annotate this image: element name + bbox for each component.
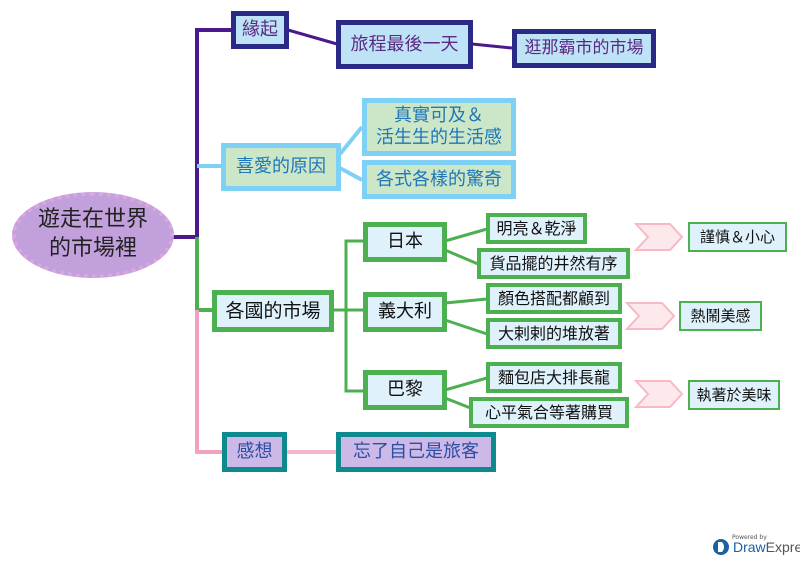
chevron-italy-icon bbox=[624, 302, 676, 330]
node-paris-item-1[interactable]: 麵包店大排長龍 bbox=[486, 362, 622, 393]
link-reasons-1 bbox=[338, 125, 364, 156]
node-italy-item-1[interactable]: 顏色搭配都顧到 bbox=[486, 283, 622, 314]
chevron-paris-icon bbox=[633, 380, 684, 408]
node-markets[interactable]: 各國的市場 bbox=[212, 290, 334, 332]
node-reason-1[interactable]: 真實可及＆ 活生生的生活感 bbox=[362, 98, 516, 156]
node-japan-item-1[interactable]: 明亮＆乾淨 bbox=[486, 213, 587, 244]
node-thoughts-child[interactable]: 忘了自己是旅客 bbox=[336, 432, 496, 472]
node-reason-2[interactable]: 各式各樣的驚奇 bbox=[362, 160, 516, 199]
link-child-grandchild bbox=[471, 42, 513, 50]
link-italy-2 bbox=[444, 318, 488, 336]
node-paris-item-2[interactable]: 心平氣合等著購買 bbox=[469, 397, 629, 428]
link-country-trunk bbox=[344, 239, 364, 393]
node-japan-item-2[interactable]: 貨品擺的井然有序 bbox=[477, 248, 630, 279]
root-topic[interactable]: 遊走在世界 的市場裡 bbox=[12, 192, 174, 278]
brand-name-b: Express bbox=[765, 539, 800, 555]
chevron-japan-icon bbox=[633, 223, 684, 251]
brand-name: DrawExpress bbox=[733, 539, 800, 555]
node-country-italy[interactable]: 義大利 bbox=[363, 292, 447, 332]
node-reasons[interactable]: 喜愛的原因 bbox=[221, 143, 341, 191]
link-reasons-2 bbox=[339, 166, 363, 182]
node-italy-item-2[interactable]: 大剌剌的堆放著 bbox=[486, 318, 622, 349]
node-country-paris[interactable]: 巴黎 bbox=[363, 370, 447, 410]
drawexpress-logo: Powered by DrawExpress bbox=[712, 534, 800, 556]
node-paris-summary[interactable]: 執著於美味 bbox=[688, 380, 780, 410]
link-root-thoughts bbox=[195, 310, 224, 454]
node-country-japan[interactable]: 日本 bbox=[363, 222, 447, 262]
node-italy-summary[interactable]: 熱鬧美感 bbox=[679, 301, 762, 331]
powered-by-text: Powered by bbox=[732, 534, 767, 541]
node-origin[interactable]: 緣起 bbox=[231, 11, 289, 49]
node-japan-summary[interactable]: 謹慎＆小心 bbox=[688, 222, 787, 252]
node-origin-child[interactable]: 旅程最後一天 bbox=[336, 20, 473, 69]
link-italy-1 bbox=[444, 297, 488, 305]
drawexpress-logo-icon bbox=[713, 539, 729, 555]
brand-name-a: Draw bbox=[733, 539, 766, 555]
node-thoughts[interactable]: 感想 bbox=[222, 432, 287, 472]
link-japan-2 bbox=[444, 248, 479, 266]
link-root-markets bbox=[195, 237, 213, 312]
link-japan-1 bbox=[444, 227, 488, 243]
link-paris-1 bbox=[444, 376, 488, 392]
node-origin-grandchild[interactable]: 逛那霸市的市場 bbox=[512, 29, 656, 68]
link-origin-child bbox=[287, 28, 338, 46]
link-root-origin bbox=[170, 28, 232, 239]
